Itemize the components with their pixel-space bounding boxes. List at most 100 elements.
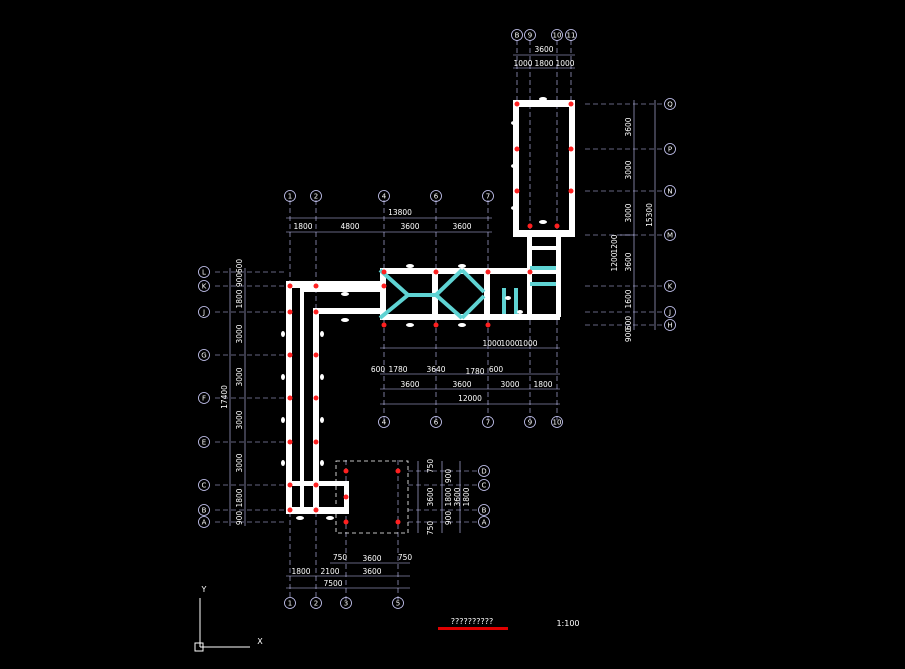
axis-label: 10 — [553, 419, 562, 427]
axis-label: 1 — [288, 600, 292, 608]
dim-text: 1800 — [293, 222, 312, 231]
rebar-blobs — [281, 97, 575, 520]
axis-label: 6 — [434, 419, 439, 427]
axis-label: B — [202, 507, 207, 515]
axis-bubbles-box: D C B A — [478, 465, 490, 528]
axis-label: 9 — [528, 32, 532, 40]
dim-text: 3600 — [624, 117, 633, 136]
axis-label: 10 — [553, 32, 562, 40]
axis-label: M — [667, 232, 673, 240]
axis-label: C — [202, 482, 207, 490]
dim-text: 750 — [398, 553, 413, 562]
axis-label: B — [482, 507, 487, 515]
dim-text: 3600 — [534, 45, 553, 54]
column-markers — [287, 101, 574, 525]
dim-text: 1000 — [518, 339, 537, 348]
dim-text: 900 — [235, 511, 244, 526]
ucs-icon — [194, 598, 250, 652]
axis-label: 2 — [314, 600, 318, 608]
drawing-scale: 1:100 — [556, 619, 579, 628]
box-dim-texts: 750 3600 750 900 1800 1800 900 3600 — [426, 459, 471, 536]
dim-text: 1800 — [533, 380, 552, 389]
dim-text: 3600 — [452, 380, 471, 389]
axis-label: H — [667, 322, 672, 330]
dim-text: 750 — [426, 459, 435, 474]
axis-label: J — [202, 309, 205, 317]
axis-label: P — [668, 146, 672, 154]
dim-text: 1200 — [610, 234, 619, 253]
dim-text: 3600 — [426, 487, 435, 506]
axis-label: 6 — [434, 193, 439, 201]
top-dim-texts: 3600 1000 1800 1000 — [513, 45, 574, 68]
axis-bubbles-right: Q P N M K J H — [664, 98, 676, 331]
dim-text: 3640 — [426, 365, 445, 374]
lower-dim-texts: 1000 1000 1000 600 1780 3640 1780 600 36… — [371, 339, 553, 403]
dim-text: 1800 — [462, 487, 471, 506]
right-dim-texts: 15300 3600 3000 3000 1200 1200 3600 1600… — [610, 117, 654, 342]
axis-label: 7 — [486, 419, 490, 427]
building-walls — [286, 100, 575, 514]
axis-label: 1 — [288, 193, 292, 201]
dim-text: 15300 — [645, 203, 654, 227]
axis-label: C — [482, 482, 487, 490]
dim-text: 1800 — [534, 59, 553, 68]
dim-text: 7500 — [323, 579, 342, 588]
dim-text: 1780 — [388, 365, 407, 374]
axis-label: N — [667, 188, 672, 196]
dim-text: 1200 — [610, 252, 619, 271]
dim-text: 3000 — [624, 160, 633, 179]
dim-text: 1000 — [482, 339, 501, 348]
axis-label: K — [202, 283, 207, 291]
axis-label: 4 — [382, 419, 387, 427]
dim-text: 1000 — [555, 59, 574, 68]
dim-text: 3000 — [500, 380, 519, 389]
dim-text: 3600 — [400, 222, 419, 231]
dim-text: 1780 — [465, 367, 484, 376]
dim-text: 750 — [333, 553, 348, 562]
dim-text: 1000 — [500, 339, 519, 348]
axis-label: F — [202, 395, 206, 403]
dim-text: 1000 — [513, 59, 532, 68]
dim-text: 17400 — [220, 385, 229, 409]
bottom-dim-texts: 750 3600 750 1800 2100 3600 7500 — [291, 553, 412, 588]
dim-text: 3600 — [362, 554, 381, 563]
dim-text: 3600 — [453, 487, 462, 506]
axis-label: E — [202, 439, 206, 447]
left-dim-texts: 17400 900 600 1800 3000 3000 3000 3000 1… — [220, 259, 244, 526]
dim-text: 13800 — [388, 208, 412, 217]
axis-label: 9 — [528, 419, 532, 427]
dim-text: 1800 — [235, 289, 244, 308]
dim-text: 600 — [624, 316, 633, 331]
dim-text: 750 — [426, 521, 435, 536]
dim-text: 900 — [624, 328, 633, 343]
axis-bubbles-mid: 1 2 4 6 7 — [284, 190, 494, 202]
axis-label: A — [202, 519, 207, 527]
dim-text: 1600 — [624, 289, 633, 308]
dim-text: 3000 — [235, 367, 244, 386]
axis-bubbles-top: B 9 10 11 — [511, 29, 577, 41]
axis-label: A — [482, 519, 487, 527]
dim-text: 600 — [235, 259, 244, 274]
axis-label: G — [201, 352, 206, 360]
axis-label: 7 — [486, 193, 490, 201]
dim-text: 900 — [444, 511, 453, 526]
axis-label: K — [668, 283, 673, 291]
title-underline — [438, 627, 508, 630]
dim-text: 3600 — [452, 222, 471, 231]
axis-bubbles-lower: 4 6 7 9 10 — [378, 416, 563, 428]
axis-label: B — [515, 32, 520, 40]
dim-text: 3600 — [362, 567, 381, 576]
dim-text: 3000 — [235, 410, 244, 429]
axis-label: Q — [667, 101, 673, 109]
axis-bubbles-bottom: 1 2 3 5 — [284, 597, 404, 609]
dim-text: 1800 — [444, 487, 453, 506]
axis-label: D — [481, 468, 486, 476]
ucs-y-label: Y — [201, 585, 207, 594]
dim-text: 2100 — [320, 567, 339, 576]
dim-text: 900 — [235, 273, 244, 288]
dim-text: 900 — [444, 469, 453, 484]
axis-bubbles-left: L K J G F E C B A — [198, 266, 210, 528]
cyan-bracing — [378, 266, 556, 320]
dashed-outline-box — [335, 460, 409, 534]
